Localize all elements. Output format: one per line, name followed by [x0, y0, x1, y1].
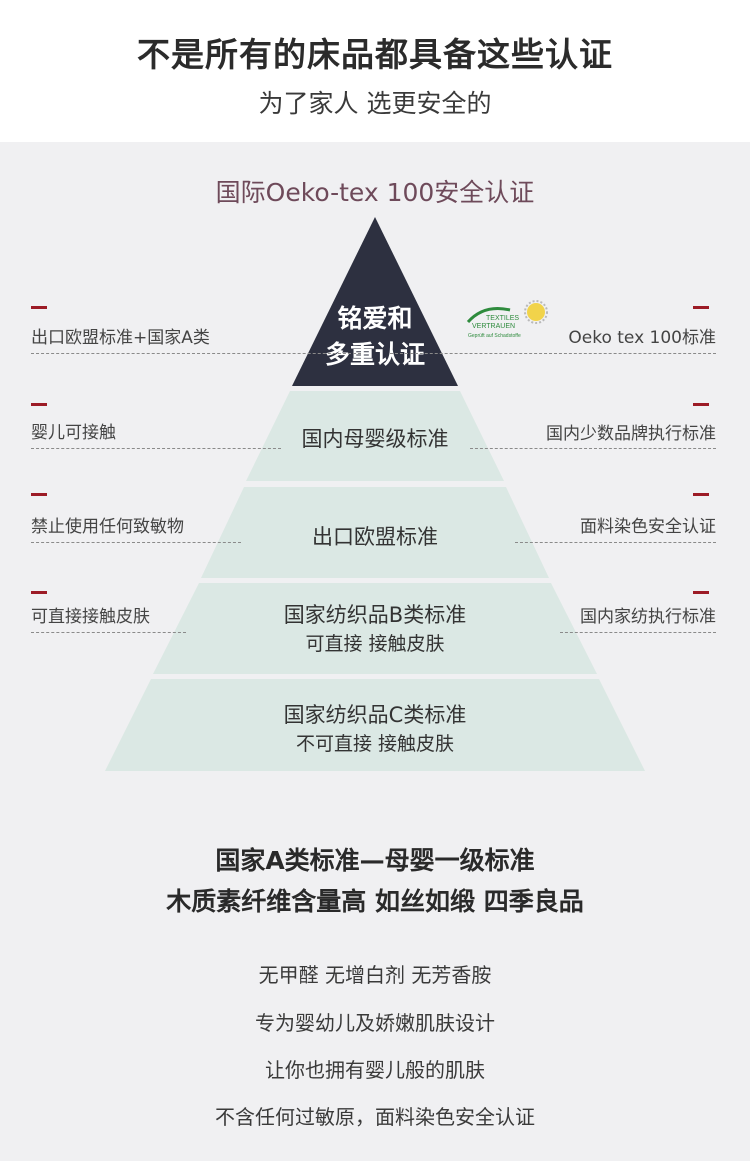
side-label-left-2: 婴儿可接触 [31, 423, 116, 443]
page-title: 不是所有的床品都具备这些认证 [137, 35, 613, 74]
pyramid-tier-1-label: 国内母婴级标准 [0, 424, 750, 454]
bottom-headline-1: 国家A类标准—母婴一级标准 [215, 846, 535, 875]
tier-3-line2: 可直接 接触皮肤 [305, 633, 445, 655]
side-label-left-1: 出口欧盟标准+国家A类 [31, 328, 210, 348]
dashed-divider [31, 353, 361, 354]
side-label-right-1: Oeko tex 100标准 [568, 328, 716, 348]
pyramid-top-label: 铭爱和 多重认证 [300, 301, 450, 373]
logo-text-1: TEXTILES [486, 315, 519, 322]
side-label-right-3: 面料染色安全认证 [580, 517, 716, 537]
pyramid-top-block [292, 217, 458, 386]
pyramid-tier-2-label: 出口欧盟标准 [0, 522, 750, 552]
side-label-right-2: 国内少数品牌执行标准 [546, 424, 716, 444]
dashed-divider [390, 353, 716, 354]
pyramid-tier-3-label: 国家纺织品B类标准 可直接 接触皮肤 [0, 600, 750, 658]
pyramid-tier-4 [105, 679, 645, 771]
accent-mark [31, 403, 47, 406]
bottom-headline-2: 木质素纤维含量高 如丝如缎 四季良品 [166, 887, 584, 916]
pyramid-tier-4-label: 国家纺织品C类标准 不可直接 接触皮肤 [0, 700, 750, 758]
feature-line-1: 无甲醛 无增白剂 无芳香胺 [258, 963, 492, 987]
accent-mark [693, 306, 709, 309]
side-label-left-4: 可直接接触皮肤 [31, 607, 150, 627]
dashed-divider [31, 448, 281, 449]
accent-mark [31, 493, 47, 496]
dashed-divider [560, 632, 716, 633]
tier-3-line1: 国家纺织品B类标准 [283, 603, 467, 627]
feature-line-3: 让你也拥有婴儿般的肌肤 [265, 1058, 485, 1082]
tier-2-line1: 出口欧盟标准 [312, 525, 438, 549]
logo-text-3: Geprüft auf Schadstoffe [468, 333, 521, 339]
textiles-vertrauen-logo: TEXTILES VERTRAUEN Geprüft auf Schadstof… [466, 300, 548, 339]
page-subtitle: 为了家人 选更安全的 [258, 89, 492, 118]
certification-title: 国际Oeko-tex 100安全认证 [215, 178, 535, 207]
dashed-divider [470, 448, 716, 449]
logo-text-2: VERTRAUEN [472, 323, 515, 330]
dashed-divider [515, 542, 716, 543]
feature-line-2: 专为婴幼儿及娇嫩肌肤设计 [255, 1011, 495, 1035]
pyramid-top-line1: 铭爱和 [337, 304, 413, 333]
tier-1-line1: 国内母婴级标准 [301, 427, 449, 451]
side-label-right-4: 国内家纺执行标准 [580, 607, 716, 627]
pyramid-tier-1 [246, 391, 504, 481]
tier-4-line1: 国家纺织品C类标准 [283, 703, 467, 727]
tier-4-line2: 不可直接 接触皮肤 [295, 733, 455, 755]
dashed-divider [31, 632, 186, 633]
accent-mark [31, 306, 47, 309]
accent-mark [31, 591, 47, 594]
pyramid-tier-2 [201, 487, 549, 578]
header-section: 不是所有的床品都具备这些认证 为了家人 选更安全的 [0, 0, 750, 142]
feature-line-4: 不含任何过敏原，面料染色安全认证 [215, 1105, 535, 1129]
accent-mark [693, 591, 709, 594]
dashed-divider [31, 542, 241, 543]
side-label-left-3: 禁止使用任何致敏物 [31, 517, 184, 537]
pyramid-tier-3 [153, 583, 597, 674]
accent-mark [693, 493, 709, 496]
pyramid-top-line2: 多重认证 [324, 340, 425, 369]
accent-mark [693, 403, 709, 406]
